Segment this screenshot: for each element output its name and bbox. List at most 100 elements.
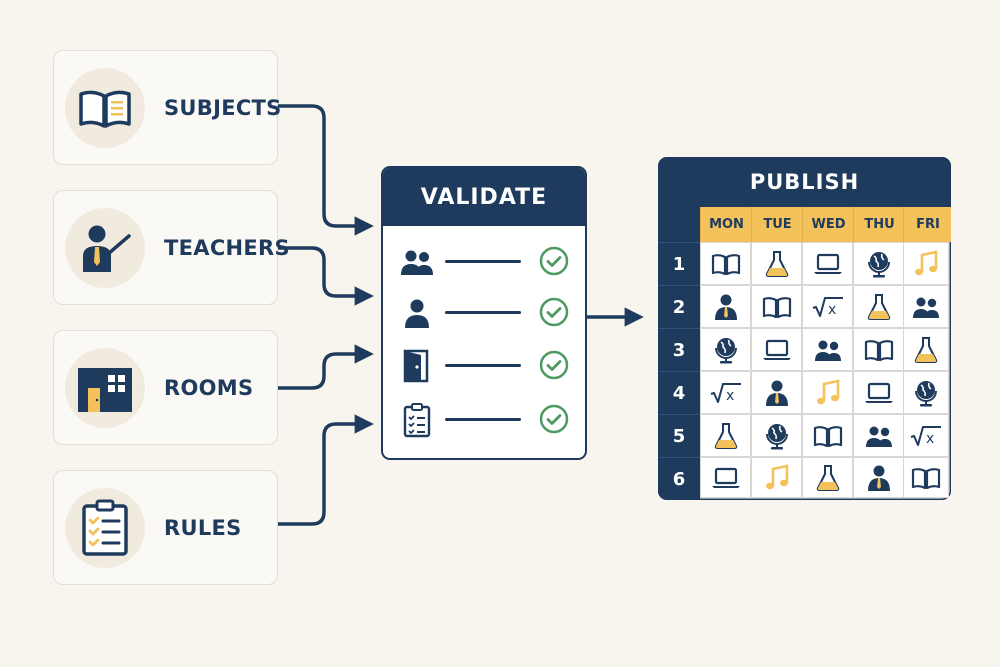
square-root-icon: x [710, 382, 741, 404]
input-card-rooms: ROOMS [53, 330, 278, 445]
input-label-rooms: ROOMS [164, 375, 254, 400]
period-3: 3 [658, 328, 700, 372]
open-book-icon [762, 296, 791, 318]
timetable-cell [903, 285, 949, 328]
day-header-thu: THU [853, 207, 905, 242]
open-book-icon [864, 339, 893, 361]
laptop-icon [711, 467, 740, 488]
music-note-icon [816, 378, 839, 404]
timetable-cell [751, 457, 802, 498]
timetable-cell [802, 371, 853, 414]
input-card-subjects: SUBJECTS [53, 50, 281, 165]
person-icon [714, 294, 737, 320]
validate-row-door [383, 346, 585, 386]
validate-row-clipboard [383, 400, 585, 440]
arrow-rooms-to-validate [278, 344, 374, 390]
validate-title: VALIDATE [383, 168, 585, 226]
input-label-rules: RULES [164, 515, 242, 540]
timetable-cell [700, 328, 751, 371]
timetable-cell [802, 414, 853, 457]
person-icon [765, 380, 788, 406]
person-icon [867, 465, 890, 491]
open-book-icon [79, 90, 131, 128]
laptop-icon [864, 382, 893, 403]
music-note-icon [915, 249, 938, 275]
laptop-icon [762, 339, 791, 360]
timetable-cell [751, 285, 802, 328]
square-root-icon: x [812, 296, 843, 318]
timetable-cell [903, 328, 949, 371]
validate-row-person [383, 293, 585, 333]
building-icon [78, 368, 132, 412]
arrow-rules-to-validate [278, 414, 374, 526]
timetable-cell: x [802, 285, 853, 328]
open-book-icon [711, 253, 740, 275]
timetable-cell [853, 328, 904, 371]
timetable-cell [700, 414, 751, 457]
svg-text:x: x [828, 302, 836, 318]
laptop-icon [813, 253, 842, 274]
globe-icon [867, 251, 890, 277]
open-book-icon [911, 467, 941, 489]
timetable-cell [853, 242, 904, 285]
arrow-teachers-to-validate [278, 246, 374, 306]
timetable-corner [658, 207, 700, 242]
timetable-cell [802, 457, 853, 498]
people-icon [865, 426, 892, 447]
check-circle-icon [539, 350, 569, 380]
input-card-teachers: TEACHERS [53, 190, 290, 305]
globe-icon [765, 423, 788, 449]
publish-title: PUBLISH [658, 157, 951, 207]
music-note-icon [765, 463, 788, 489]
validate-row-people [383, 242, 585, 282]
check-circle-icon [539, 297, 569, 327]
period-2: 2 [658, 285, 700, 329]
day-header-fri: FRI [903, 207, 951, 242]
globe-icon [714, 337, 737, 363]
validate-panel: VALIDATE [381, 166, 587, 460]
open-book-icon [813, 425, 842, 447]
clipboard-icon [403, 403, 431, 438]
period-4: 4 [658, 371, 700, 415]
input-label-subjects: SUBJECTS [164, 95, 282, 120]
period-1: 1 [658, 242, 700, 286]
timetable-cell [802, 328, 853, 371]
timetable-cell [700, 285, 751, 328]
timetable-cell [903, 371, 949, 414]
svg-text:x: x [726, 388, 734, 404]
timetable-cell [751, 414, 802, 457]
timetable-cell [853, 285, 904, 328]
arrow-subjects-to-validate [278, 104, 374, 236]
people-icon [401, 250, 433, 275]
timetable-cell: x [700, 371, 751, 414]
flask-icon [714, 422, 737, 449]
teacher-icon [83, 225, 131, 272]
check-circle-icon [539, 246, 569, 276]
square-root-icon: x [910, 425, 941, 447]
timetable-cell [802, 242, 853, 285]
check-circle-icon [539, 404, 569, 434]
timetable-cell [700, 457, 751, 498]
people-icon [814, 340, 841, 361]
timetable-cell [751, 328, 802, 371]
svg-text:x: x [926, 431, 934, 447]
door-icon [403, 349, 429, 383]
flask-icon [867, 293, 890, 320]
people-icon [913, 297, 939, 318]
timetable-cell [853, 414, 904, 457]
globe-icon [915, 380, 937, 406]
timetable-cell [853, 457, 904, 498]
input-label-teachers: TEACHERS [164, 235, 290, 260]
day-header-tue: TUE [751, 207, 803, 242]
period-6: 6 [658, 457, 700, 500]
day-header-wed: WED [802, 207, 854, 242]
person-icon [405, 299, 429, 328]
timetable-cell [751, 242, 802, 285]
timetable-cell [903, 457, 949, 498]
timetable-cell [853, 371, 904, 414]
period-5: 5 [658, 414, 700, 458]
flask-icon [765, 250, 788, 277]
timetable-cell [903, 242, 949, 285]
